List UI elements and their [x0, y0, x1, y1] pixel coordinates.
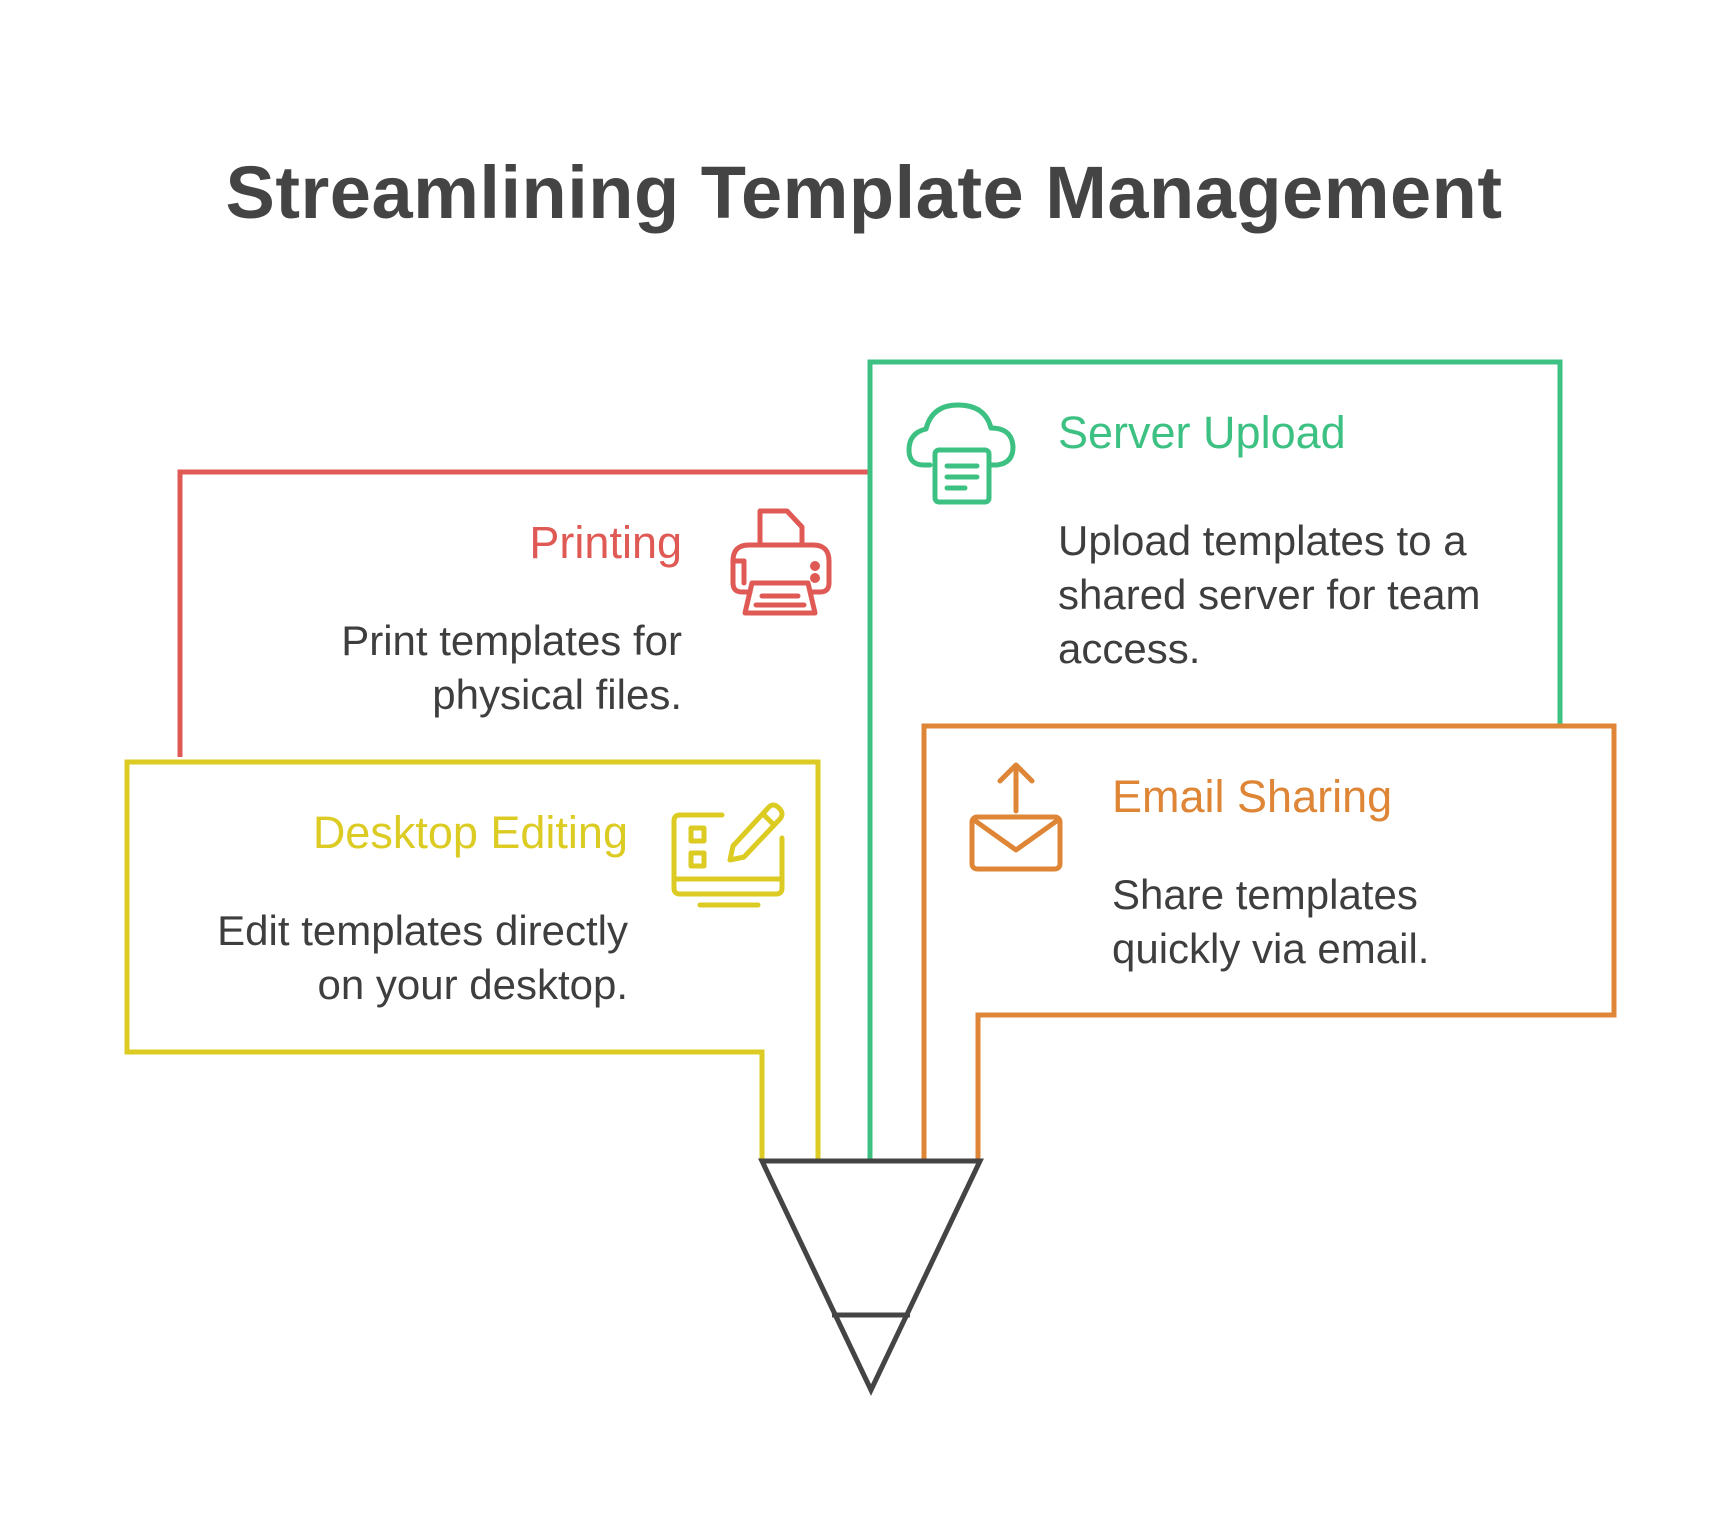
- diagram-title: Streamlining Template Management: [225, 151, 1503, 234]
- server-upload-label: Server Upload: [1058, 407, 1346, 458]
- server-upload-description: Upload templates to a shared server for …: [1058, 517, 1481, 672]
- monitor-edit-icon: [671, 802, 785, 908]
- desktop-editing-description: Edit templates directly on your desktop.: [217, 907, 628, 1008]
- cloud-document-icon: [906, 402, 1016, 505]
- server-upload-outline: [867, 359, 1563, 1160]
- desktop-editing-label: Desktop Editing: [312, 807, 628, 858]
- printing-outline: [177, 469, 868, 757]
- envelope-upload-icon: [969, 762, 1063, 872]
- email-sharing-label: Email Sharing: [1112, 771, 1393, 822]
- printing-description: Print templates for physical files.: [341, 617, 682, 718]
- printing-label: Printing: [529, 517, 682, 568]
- email-sharing-outline: [921, 723, 1617, 1160]
- desktop-editing-outline: [124, 759, 821, 1160]
- funnel-shape: [758, 1158, 984, 1396]
- email-sharing-description: Share templates quickly via email.: [1112, 871, 1430, 972]
- printer-icon: [730, 508, 832, 616]
